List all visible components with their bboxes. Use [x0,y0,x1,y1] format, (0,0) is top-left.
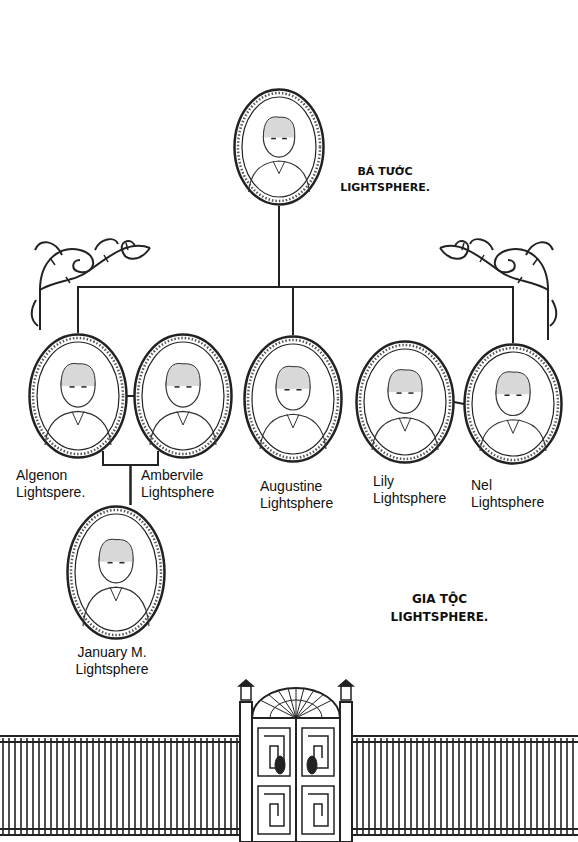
member-name: BÁ TƯỚC LIGHTSPHERE. [325,164,445,196]
member-name: January M. Lightsphere [60,644,164,678]
lineage-line [127,396,134,397]
portrait-node: Algenon Lightspere. [28,333,128,459]
lineage-line [279,206,293,335]
portrait-frame [28,333,128,459]
portrait-frame [243,335,343,463]
portrait-frame [463,343,563,465]
portrait-frame [233,88,325,206]
portrait-node: Nel Lightsphere [463,343,563,465]
portrait-node: Lily Lightsphere [355,340,455,464]
lineage-line [279,206,513,343]
portrait-frame [66,505,166,640]
vine-ornament-left [32,239,150,330]
lineage-line [103,451,131,505]
member-name: Ambervile Lightsphere [141,467,236,501]
portrait-node: Ambervile Lightsphere [133,333,233,459]
lineage-line [78,206,279,333]
portrait-node: Augustine Lightsphere [243,335,343,463]
portrait-node: BÁ TƯỚC LIGHTSPHERE. [233,88,325,206]
family-caption: GIA TỘC LIGHTSPHERE. [372,590,507,626]
lineage-line [454,402,464,404]
member-name: Lily Lightsphere [373,473,458,507]
gate [239,680,353,842]
member-name: Augustine Lightsphere [260,478,365,512]
portrait-node: January M. Lightsphere [66,505,166,640]
portrait-frame [355,340,455,464]
vine-ornament-right [440,239,556,340]
member-name: Nel Lightsphere [471,477,561,511]
portrait-frame [133,333,233,459]
member-name: Algenon Lightspere. [16,467,116,501]
